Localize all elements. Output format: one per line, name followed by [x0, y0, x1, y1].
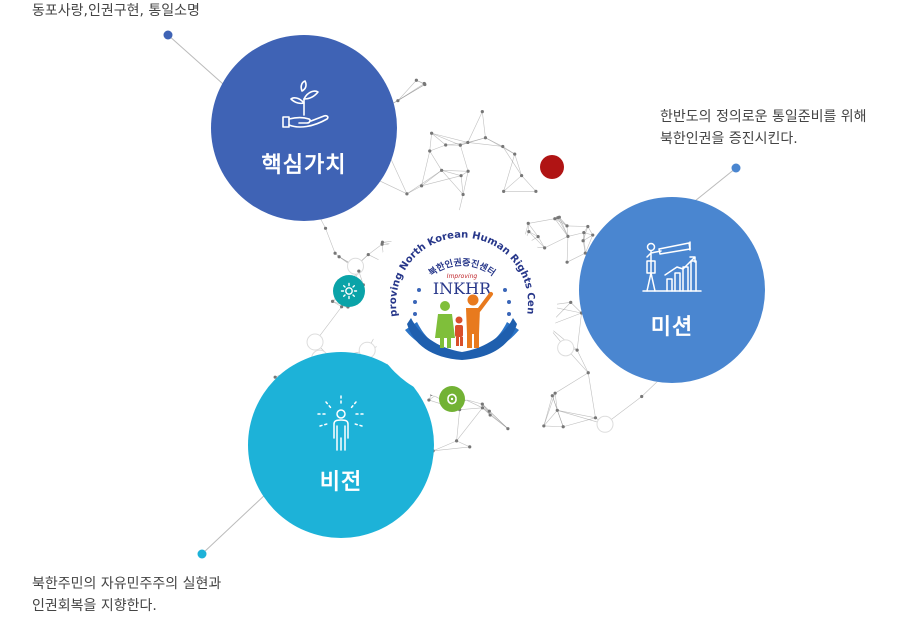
mission-circle[interactable]: 미션 [579, 197, 765, 383]
network-node [430, 131, 434, 135]
network-node [306, 333, 324, 351]
cycle-icon [447, 393, 457, 405]
network-node [419, 184, 424, 188]
core-values-caption-line: 동포사랑,인권구현, 통일소명 [32, 3, 200, 19]
network-node [333, 251, 337, 255]
person-radiating-icon [317, 395, 365, 451]
network-node [461, 192, 465, 197]
lightbulb-icon [340, 282, 358, 300]
network-node [534, 189, 538, 193]
core-values-label: 핵심가치 [261, 153, 347, 178]
inkhr-logo[interactable]: Improving North Korean Human Rights Cent… [362, 202, 557, 400]
logo-wordmark-small: Improving [447, 273, 478, 280]
network-node [440, 168, 444, 172]
core-values-circle[interactable]: 핵심가치 [211, 35, 397, 221]
network-node [414, 78, 418, 82]
network-node [488, 413, 492, 417]
network-node [357, 269, 361, 273]
network-node [561, 425, 565, 429]
network-node [640, 394, 644, 399]
mission-leader [689, 163, 741, 206]
network-node [468, 445, 472, 449]
mission-caption-line: 한반도의 정의로운 통일준비를 위해 [660, 109, 867, 125]
network-node [396, 99, 400, 103]
network-node [428, 149, 432, 153]
red-network-node [540, 155, 564, 179]
network-node [566, 234, 570, 238]
network-node [565, 224, 569, 228]
network-node [565, 260, 569, 264]
network-node [483, 136, 488, 140]
network-node [466, 140, 470, 145]
family-in-hands-icon [405, 288, 519, 360]
network-node [330, 299, 335, 303]
network-node [380, 240, 384, 244]
recycle-badge[interactable] [439, 386, 465, 412]
vision-caption: 북한주민의 자유민주주의 실현과 인권회복을 지향한다. [32, 573, 221, 617]
network-node [480, 110, 484, 114]
network-node [569, 300, 573, 304]
network-node [543, 246, 547, 250]
network-node [582, 231, 586, 235]
network-node [459, 174, 463, 178]
network-node [596, 415, 614, 433]
logo-wordmark: INKHR [433, 279, 492, 298]
vision-circle[interactable]: 비전 [248, 352, 434, 538]
network-node [480, 402, 484, 406]
vision-label: 비전 [319, 470, 363, 495]
core-values-leader [163, 30, 233, 93]
core-values-caption: 동포사랑,인권구현, 통일소명 [32, 0, 200, 22]
network-node [526, 221, 530, 226]
network-node [454, 439, 459, 443]
network-node [506, 427, 510, 431]
vision-caption-line: 북한주민의 자유민주주의 실현과 [32, 576, 222, 592]
vision-leader [197, 491, 269, 559]
network-node [366, 252, 370, 257]
lightbulb-badge[interactable] [333, 275, 365, 307]
mission-caption: 한반도의 정의로운 통일준비를 위해 북한인권을 증진시킨다. [660, 106, 867, 150]
vision-caption-line: 인권회복을 지향한다. [32, 598, 157, 614]
network-node [444, 143, 448, 147]
network-node [337, 255, 341, 259]
network-node [513, 152, 517, 156]
mission-caption-line: 북한인권을 증진시킨다. [660, 131, 798, 147]
network-node [501, 144, 505, 149]
network-node [591, 233, 595, 237]
network-node [553, 391, 557, 395]
network-node [466, 169, 470, 173]
network-node [555, 408, 559, 412]
hand-sprout-icon [282, 80, 329, 128]
network-node [586, 371, 590, 375]
network-node [323, 226, 328, 230]
network-node [557, 215, 561, 219]
network-node [586, 224, 590, 229]
network-node [581, 239, 585, 243]
network-node [458, 143, 462, 147]
network-node [557, 339, 575, 357]
network-node [347, 257, 365, 275]
network-node [542, 424, 546, 428]
network-node [427, 398, 431, 402]
network-node [536, 234, 540, 239]
inkhr-logo-graphic: Improving North Korean Human Rights Cent… [362, 202, 536, 360]
network-node [520, 173, 524, 178]
network-node [593, 416, 598, 420]
network-node [487, 409, 491, 413]
network-node [550, 394, 554, 398]
network-node [405, 192, 409, 196]
mission-label: 미션 [650, 315, 694, 340]
network-node [575, 348, 579, 352]
network-node [502, 189, 506, 193]
network-node [527, 230, 531, 234]
network-node [422, 81, 426, 86]
network-node [480, 406, 485, 410]
telescope-growth-chart-icon [642, 241, 702, 292]
network-node [553, 217, 557, 221]
